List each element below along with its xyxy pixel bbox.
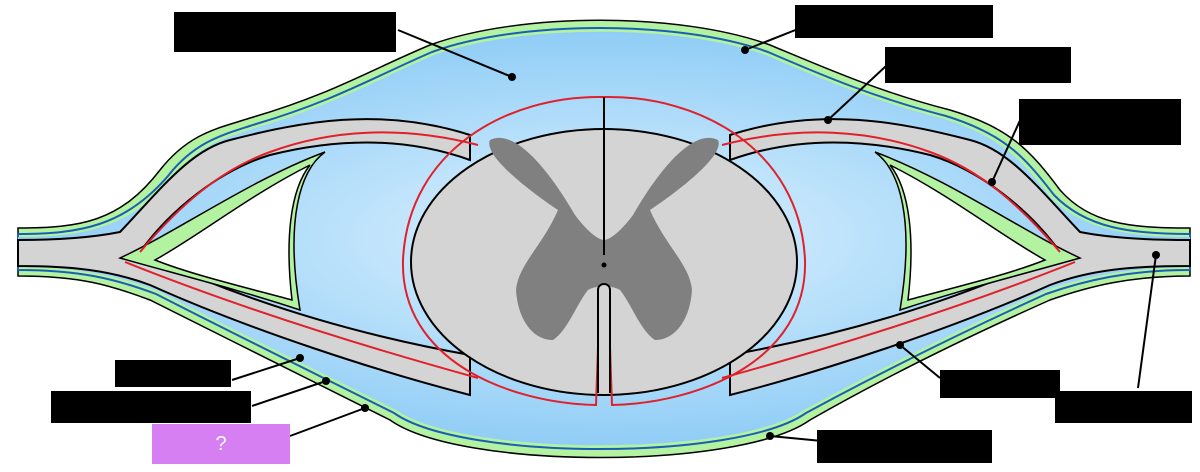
- central-canal: [601, 262, 607, 268]
- label-box-left-1: [115, 360, 231, 387]
- left-opening-inner: [153, 164, 311, 302]
- right-root-pia-upper: [721, 131, 1061, 253]
- label-box-outer-bottom: [817, 430, 992, 463]
- right-opening-inner: [889, 164, 1047, 302]
- label-box-dura: [795, 5, 993, 38]
- right-root-pia-lower: [721, 261, 1076, 379]
- question-mark: ?: [215, 432, 227, 455]
- label-box-left-2: [51, 391, 251, 423]
- arachnoid-boundary: [17, 27, 1191, 450]
- label-box-spinal-nerve: [1055, 391, 1192, 423]
- anterior-fissure: [597, 283, 611, 393]
- left-root-pia-lower: [124, 261, 479, 379]
- left-root-pia-upper: [139, 131, 479, 253]
- leader-dots: [296, 46, 1160, 440]
- label-box-nerve-root-upper: [1019, 99, 1181, 145]
- label-box-arachnoid: [885, 47, 1071, 83]
- label-box-nerve-root-lower: [940, 370, 1060, 398]
- question-label-box[interactable]: ?: [152, 424, 290, 464]
- grey-matter: [489, 137, 719, 340]
- label-box-csf: [174, 12, 396, 52]
